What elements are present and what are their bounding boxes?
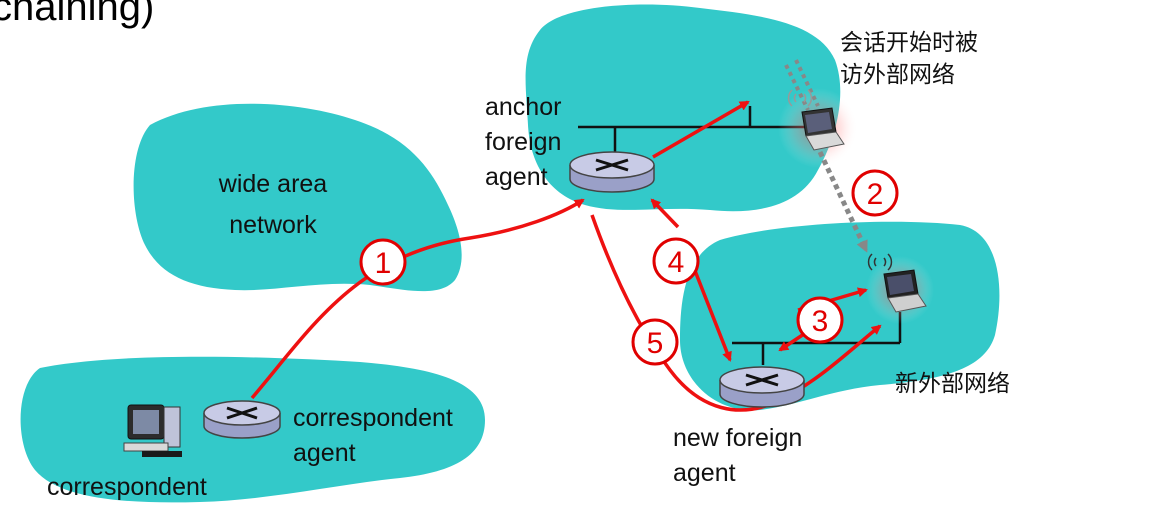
slide-title-fragment: chaining): [0, 0, 154, 29]
wide-area-network-label-line1: wide area: [218, 170, 327, 198]
step-4-marker: 4: [652, 237, 700, 285]
arrow-step-5: [590, 214, 882, 412]
wireless-dotted-line: [784, 64, 810, 111]
desktop-computer-icon: [123, 404, 182, 457]
wide-area-network-label-line2: network: [229, 211, 317, 239]
anchor-foreign-agent-label-line3: agent: [485, 163, 548, 191]
svg-text:3: 3: [812, 305, 829, 338]
wireless-dotted-line: [794, 59, 820, 107]
new-foreign-agent-label-line2: agent: [673, 459, 736, 487]
svg-text:5: 5: [647, 327, 664, 360]
step-1-marker: 1: [359, 238, 407, 286]
correspondent-label: correspondent: [47, 473, 207, 501]
svg-text:2: 2: [867, 178, 884, 211]
router-icon: [203, 400, 281, 439]
svg-text:1: 1: [375, 247, 392, 280]
router-icon: [719, 366, 805, 408]
laptop-icon: [883, 269, 927, 313]
correspondent-agent-label-line1: correspondent: [293, 404, 453, 432]
anchor-foreign-agent-label-line1: anchor: [485, 93, 561, 121]
wireless-signal-icon: [787, 89, 813, 107]
mobile-move-dotted-arrow: [817, 150, 869, 253]
arrow-step-4-down: [688, 257, 732, 362]
arrow-step-4-up: [650, 198, 680, 229]
router-icon: [569, 151, 655, 193]
step-5-marker: 5: [631, 318, 679, 366]
svg-text:4: 4: [668, 246, 685, 279]
wireless-signal-icon: [867, 253, 893, 271]
new-foreign-network-label: 新外部网络: [895, 371, 1010, 397]
anchor-foreign-agent-label-line2: foreign: [485, 128, 561, 156]
arrow-step-1: [250, 198, 585, 400]
step-2-marker: 2: [851, 169, 899, 217]
laptop-icon: [801, 107, 845, 151]
visited-network-label-line2: 访外部网络: [840, 62, 955, 88]
new-foreign-agent-label-line1: new foreign: [673, 424, 802, 452]
visited-network-label-line1: 会话开始时被: [840, 30, 978, 56]
correspondent-agent-label-line2: agent: [293, 439, 356, 467]
step-3-marker: 3: [796, 296, 844, 344]
arrow-anchor-to-old-lan: [652, 100, 750, 159]
